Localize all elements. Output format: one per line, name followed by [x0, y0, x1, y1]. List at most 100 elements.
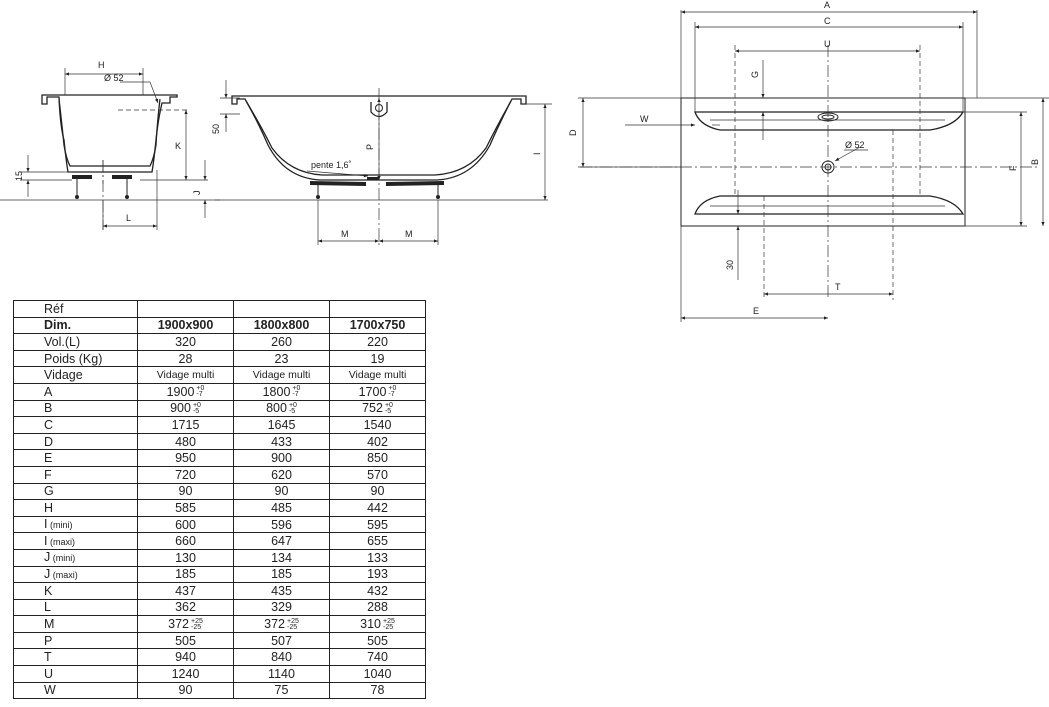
table-cell: 134 — [233, 548, 330, 567]
table-cell: 75 — [233, 681, 330, 700]
row-key: Poids (Kg) — [13, 349, 138, 368]
row-key: P — [13, 631, 138, 650]
label-J: J — [192, 191, 202, 196]
table-cell: 840 — [233, 648, 330, 667]
table-cell: 752+0-5 — [329, 399, 426, 418]
table-cell: 1700x750 — [329, 316, 426, 335]
table-cell: 260 — [233, 333, 330, 351]
tolerance: +25-25 — [190, 617, 203, 631]
row-key: T — [13, 648, 138, 667]
table-cell: 900 — [233, 449, 330, 467]
label-K: K — [175, 141, 181, 151]
tolerance: +0-5 — [384, 402, 393, 416]
front-view — [215, 80, 552, 245]
table-cell: 19 — [329, 349, 426, 368]
table-cell: 185 — [233, 565, 330, 584]
row-key: A — [13, 382, 138, 401]
table-cell: 185 — [137, 565, 234, 584]
table-cell: 442 — [329, 499, 426, 517]
tolerance: +0-7 — [196, 385, 205, 399]
table-cell: 220 — [329, 333, 426, 351]
table-cell: Vidage multi — [233, 366, 330, 384]
label-D: D — [568, 129, 578, 136]
label-A: A — [824, 0, 830, 10]
table-cell: 1900+0-7 — [137, 382, 234, 401]
row-key: I (maxi) — [13, 532, 138, 550]
row-key: Vol.(L) — [13, 333, 138, 351]
table-cell: 1645 — [233, 416, 330, 434]
label-15: 15 — [14, 171, 24, 181]
table-cell: 130 — [137, 548, 234, 567]
table-cell: 800+0-5 — [233, 399, 330, 418]
table-cell: 1240 — [137, 665, 234, 683]
table-cell: 320 — [137, 333, 234, 351]
row-key: D — [13, 432, 138, 451]
table-cell: 620 — [233, 465, 330, 484]
table-cell: 1800+0-7 — [233, 382, 330, 401]
table-cell — [137, 300, 234, 318]
label-50: 50 — [211, 124, 221, 134]
label-M-right: M — [405, 229, 413, 239]
table-cell: 23 — [233, 349, 330, 368]
table-cell — [233, 300, 330, 318]
table-cell: 402 — [329, 432, 426, 451]
row-key: U — [13, 665, 138, 683]
table-cell: 133 — [329, 548, 426, 567]
side-view-labels: H Ø 52 K J 15 L — [14, 60, 202, 223]
row-key: M — [13, 615, 138, 633]
table-cell — [329, 300, 426, 318]
top-view — [578, 10, 1049, 322]
table-cell: 1800x800 — [233, 316, 330, 335]
table-cell: 850 — [329, 449, 426, 467]
table-cell: 432 — [329, 582, 426, 600]
row-key: Dim. — [13, 316, 138, 335]
table-cell: 1140 — [233, 665, 330, 683]
front-view-labels: 50 P I pente 1,6˚ M M — [211, 124, 542, 239]
table-cell: 505 — [137, 631, 234, 650]
label-T: T — [835, 282, 841, 292]
table-cell: 310+25-25 — [329, 615, 426, 633]
table-cell: 720 — [137, 465, 234, 484]
row-key: Réf — [13, 300, 138, 318]
table-cell: 900+0-5 — [137, 399, 234, 418]
row-key: J (maxi) — [13, 565, 138, 584]
label-I: I — [532, 152, 542, 155]
tolerance: +25-25 — [286, 617, 299, 631]
label-H: H — [98, 60, 105, 70]
label-slope: pente 1,6˚ — [311, 160, 352, 170]
label-L: L — [126, 213, 131, 223]
table-cell: 372+25-25 — [137, 615, 234, 633]
label-C: C — [824, 16, 831, 26]
row-key: W — [13, 681, 138, 700]
table-cell: 596 — [233, 515, 330, 534]
row-key: B — [13, 399, 138, 418]
table-cell: 372+25-25 — [233, 615, 330, 633]
table-cell: 570 — [329, 465, 426, 484]
top-view-labels: A C U G D W Ø 52 F B 30 T E — [568, 0, 1040, 316]
row-key: L — [13, 598, 138, 617]
tolerance: +0-7 — [292, 385, 301, 399]
table-cell: 940 — [137, 648, 234, 667]
table-cell: 1040 — [329, 665, 426, 683]
label-G: G — [750, 71, 760, 78]
side-view — [0, 68, 220, 230]
table-cell: 480 — [137, 432, 234, 451]
row-key: G — [13, 482, 138, 501]
table-cell: 647 — [233, 532, 330, 550]
table-row: Réf — [13, 300, 426, 318]
table-cell: 505 — [329, 631, 426, 650]
row-key: H — [13, 499, 138, 517]
